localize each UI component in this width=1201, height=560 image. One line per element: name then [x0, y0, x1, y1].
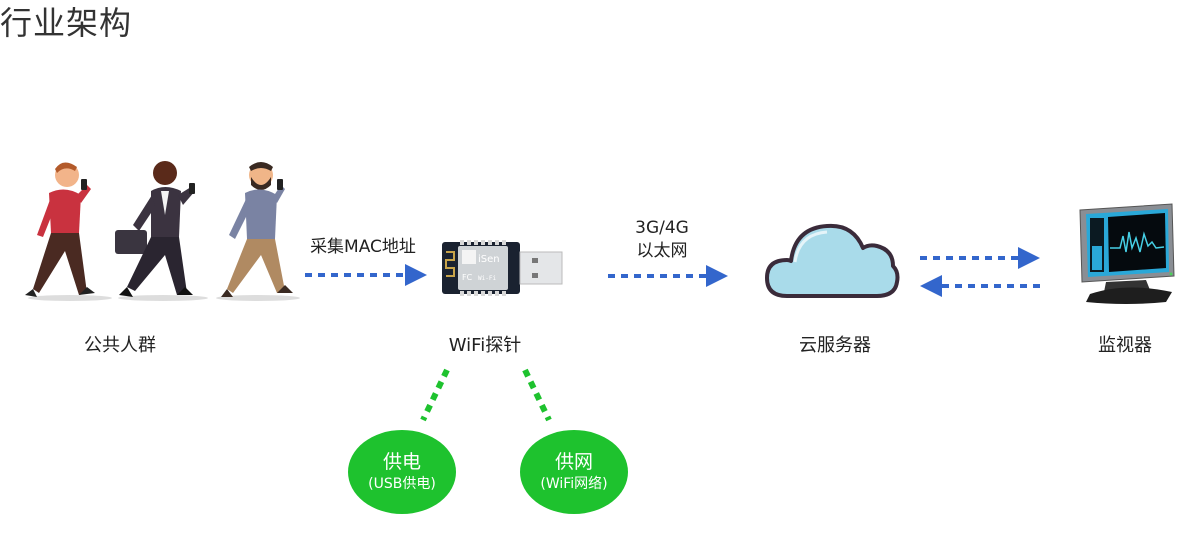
- feature-power-title: 供电: [382, 451, 421, 473]
- cloud-icon: [765, 223, 900, 298]
- feature-network-ellipse: 供网 (WiFi网络): [520, 430, 628, 514]
- dotted-arrow-network: [608, 265, 728, 287]
- arrow-label-collect-mac: 采集MAC地址: [310, 237, 416, 257]
- node-label-probe: WiFi探针: [448, 335, 522, 356]
- dotted-arrow-to-monitor: [920, 247, 1040, 269]
- node-label-cloud: 云服务器: [799, 335, 871, 356]
- node-label-monitor: 监视器: [1098, 335, 1152, 356]
- device-brand-text: iSen: [478, 254, 500, 265]
- dotted-arrow-collect: [305, 264, 427, 286]
- node-label-people: 公共人群: [84, 335, 156, 356]
- feature-network-subtitle: (WiFi网络): [540, 476, 608, 492]
- arrowhead-left-icon: [920, 275, 942, 297]
- person-suit-briefcase: [115, 161, 208, 301]
- monitor-icon: [1079, 203, 1175, 304]
- arrow-label-network-line1: 3G/4G: [635, 218, 689, 238]
- feature-network-title: 供网: [554, 451, 593, 473]
- people-illustration: [25, 161, 300, 301]
- wifi-probe-device: iSen FC Wi-Fi: [442, 240, 563, 296]
- dotted-arrow-from-monitor: [920, 275, 1042, 297]
- person-beard: [216, 162, 300, 301]
- arrowhead-right-icon: [1018, 247, 1040, 269]
- page-title: 行业架构: [0, 4, 133, 42]
- arrowhead-right-icon: [706, 265, 728, 287]
- arrowhead-right-icon: [405, 264, 427, 286]
- device-wifi-text: Wi-Fi: [478, 275, 496, 282]
- arrow-label-network-line2: 以太网: [636, 241, 688, 261]
- green-dotted-connector-network: [522, 368, 552, 422]
- person-red-shirt: [25, 162, 112, 301]
- feature-power-subtitle: (USB供电): [368, 476, 436, 492]
- feature-power-ellipse: 供电 (USB供电): [348, 430, 456, 514]
- device-fc-mark: FC: [462, 273, 473, 282]
- green-dotted-connector-power: [420, 368, 450, 422]
